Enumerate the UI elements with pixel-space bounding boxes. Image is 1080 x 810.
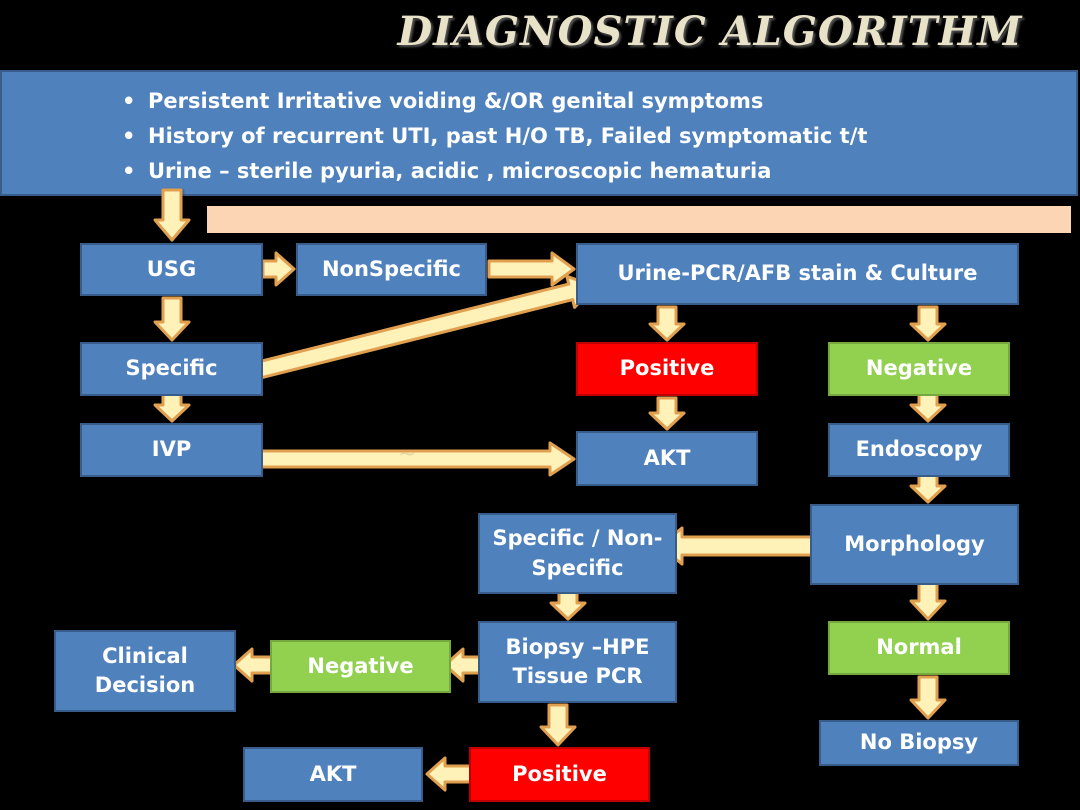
- arrow-normal-to-nobiopsy: [909, 675, 947, 720]
- urine-pcr-box: Urine-PCR/AFB stain & Culture: [576, 243, 1019, 305]
- positive-box-biopsy: Positive: [469, 747, 650, 802]
- normal-box: Normal: [828, 621, 1010, 675]
- biopsy-box: Biopsy –HPE Tissue PCR: [478, 621, 677, 703]
- arrow-ivp-to-akt: [254, 441, 576, 477]
- arrow-usg-to-nonspecific: [261, 251, 296, 287]
- no-biopsy-box: No Biopsy: [819, 720, 1019, 766]
- diagram-title: DIAGNOSTIC ALGORITHM: [397, 8, 1023, 55]
- akt-box-lower: AKT: [243, 747, 423, 802]
- specific-box: Specific: [80, 342, 263, 396]
- negative-box-urine: Negative: [828, 342, 1010, 396]
- arrow-biopsy-to-positive: [539, 703, 577, 747]
- arrow-positive-to-akt: [648, 396, 686, 431]
- presenting-criteria-panel: Persistent Irritative voiding &/OR genit…: [0, 70, 1078, 196]
- arrow-urine-to-negative: [909, 305, 947, 342]
- arrow-positive-to-akt-lower: [425, 756, 477, 792]
- criteria-item: Persistent Irritative voiding &/OR genit…: [122, 84, 1076, 119]
- nonspecific-box: NonSpecific: [296, 243, 487, 296]
- ivp-box: IVP: [80, 423, 263, 477]
- akt-box-upper: AKT: [576, 431, 758, 486]
- positive-box-urine: Positive: [576, 342, 758, 396]
- arrow-usg-to-specific: [153, 296, 191, 342]
- highlight-bar: [207, 206, 1071, 233]
- arrow-criteria-to-usg: [153, 188, 191, 242]
- arrow-urine-to-positive: [648, 305, 686, 342]
- arrow-nonspecific-to-urine: [487, 251, 576, 287]
- arrow-morphology-to-specnonspec: [658, 526, 814, 566]
- negative-box-biopsy: Negative: [270, 640, 451, 693]
- criteria-item: Urine – sterile pyuria, acidic , microsc…: [122, 154, 1076, 189]
- specific-nonspecific-box: Specific / Non-Specific: [478, 513, 677, 594]
- endoscopy-box: Endoscopy: [828, 423, 1010, 477]
- connector-squiggle: ~: [398, 442, 417, 467]
- clinical-decision-box: Clinical Decision: [54, 630, 236, 712]
- morphology-box: Morphology: [810, 504, 1019, 585]
- arrow-negative-to-clinical: [232, 647, 275, 683]
- criteria-item: History of recurrent UTI, past H/O TB, F…: [122, 119, 1076, 154]
- usg-box: USG: [80, 243, 263, 296]
